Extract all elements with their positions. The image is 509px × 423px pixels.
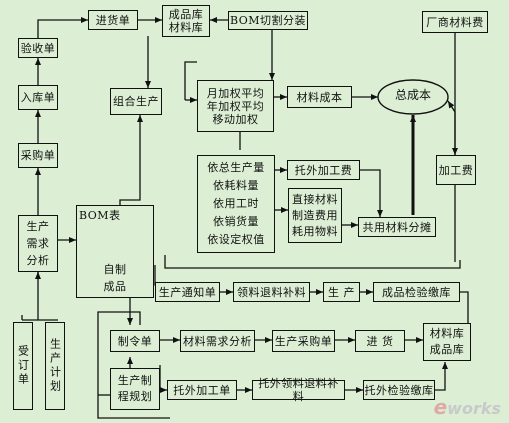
- work-order-box: 制令单: [110, 330, 160, 352]
- outsource-material-box: 托外领料退料补料: [252, 377, 345, 403]
- process-planning-box: 生产制 程规划: [110, 368, 160, 410]
- production-box: 生 产: [323, 282, 360, 302]
- production-purchase-box: 生产采购单: [272, 330, 335, 352]
- watermark: eworks: [433, 395, 501, 419]
- production-plan-box: 生产计划: [45, 322, 65, 410]
- warehouse-bottom-box: 材料库 成品库: [423, 323, 471, 361]
- material-cost-box: 材料成本: [287, 86, 352, 108]
- demand-analysis-box: 生产 需求 分析: [18, 215, 58, 272]
- bom-cut-split-box: BOM切割分装: [228, 11, 308, 30]
- total-cost-ellipse: [377, 79, 449, 115]
- bom-table-box: BOM表 自制 成品: [76, 205, 154, 298]
- self-made-product-label: 自制 成品: [103, 263, 127, 293]
- allocation-basis-box: 依总生产量 依耗料量 依用工时 依销货量 依设定权值: [197, 155, 275, 253]
- outsource-fee-box: 托外加工费: [287, 160, 360, 180]
- stock-in-slip-box: 入库单: [18, 85, 58, 110]
- product-inspection-box: 成品检验缴库: [373, 282, 460, 302]
- total-cost-label: 总成本: [394, 88, 431, 102]
- purchase-in-slip-top-box: 进货单: [88, 10, 138, 30]
- shared-material-allocation-box: 共用材料分摊: [358, 217, 436, 237]
- sales-order-box: 受订单: [13, 322, 33, 410]
- outsource-inspection-box: 托外检验缴库: [363, 380, 435, 400]
- production-notice-box: 生产通知单: [155, 282, 220, 302]
- bom-table-label: BOM表: [79, 209, 121, 222]
- assembly-production-box: 组合生产: [110, 88, 162, 115]
- inspection-slip-box: 验收单: [18, 38, 58, 58]
- material-requirement-box: 材料需求分析: [180, 330, 255, 352]
- processing-fee-box: 加工费: [436, 155, 476, 185]
- outsource-order-box: 托外加工单: [167, 380, 237, 400]
- direct-material-box: 直接材料 制造费用 耗用物料: [288, 188, 342, 243]
- warehouse-top-box: 成品库 材料库: [162, 5, 210, 37]
- purchase-order-box: 采购单: [18, 143, 58, 168]
- vendor-material-cost-box: 厂商材料费: [422, 11, 488, 33]
- purchase-in-mid-box: 进 货: [355, 330, 405, 352]
- material-issue-return-box: 领料退料补料: [233, 282, 310, 302]
- weighted-average-box: 月加权平均 年加权平均 移动加权: [197, 80, 274, 132]
